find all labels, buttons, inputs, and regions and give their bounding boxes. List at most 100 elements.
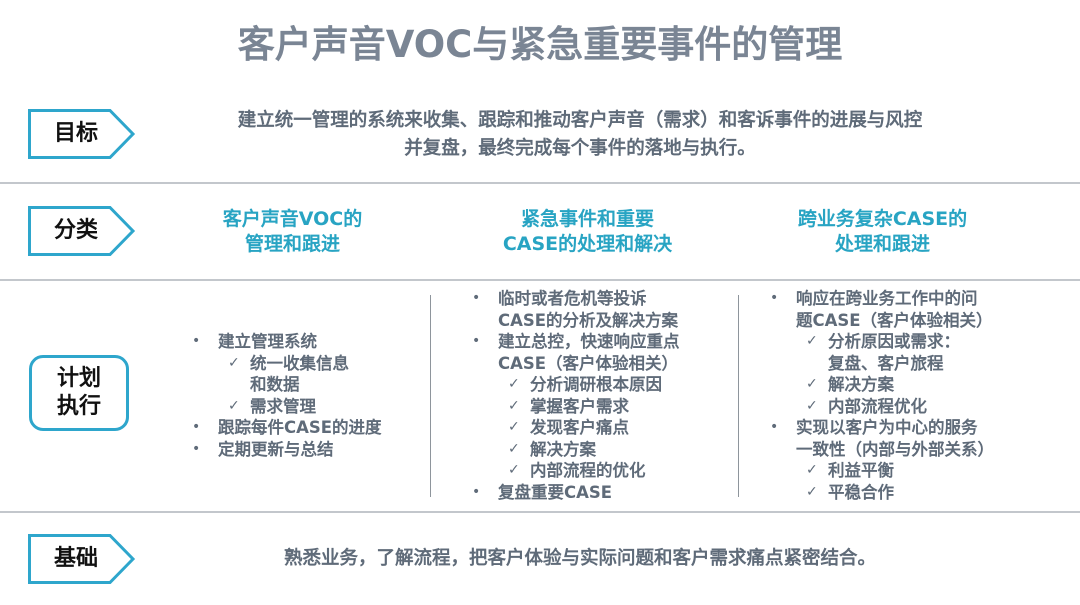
divider-goal-category: [0, 182, 1080, 184]
divider-plan-foundation: [0, 511, 1080, 513]
plan-list-item: CASE（客户体验相关）: [470, 353, 680, 375]
checkmark-icon: ✓: [228, 397, 240, 414]
plan-list-item-text: 需求管理: [250, 396, 316, 416]
bullet-icon: •: [472, 333, 481, 349]
plan-list-item-text: 解决方案: [828, 375, 894, 394]
checkmark-icon: ✓: [228, 354, 240, 371]
plan-list-item-text: 建立管理系统: [218, 332, 317, 351]
goal-label-text: 目标: [53, 121, 98, 146]
plan-list-item: ✓ 分析原因或需求：: [768, 331, 994, 353]
foundation-text: 熟悉业务，了解流程，把客户体验与实际问题和客户需求痛点紧密结合。: [283, 548, 876, 569]
plan-list-item: 题CASE（客户体验相关）: [768, 310, 994, 332]
goal-text: 建立统一管理的系统来收集、跟踪和推动客户声音（需求）和客诉事件的进展与风控 并复…: [160, 107, 1000, 163]
bullet-icon: •: [770, 419, 779, 435]
plan-list-item-text: 内部流程的优化: [530, 461, 646, 480]
plan-list-item: ✓ 内部流程优化: [768, 396, 994, 418]
plan-list-item: ✓ 发现客户痛点: [470, 417, 680, 439]
plan-list-item-text: 跟踪每件CASE的进度: [218, 418, 382, 437]
checkmark-icon: ✓: [508, 376, 520, 392]
checkmark-icon: ✓: [508, 462, 520, 478]
arrow-tag-shape: [28, 534, 136, 584]
plan-list-item-text: 内部流程优化: [828, 396, 927, 416]
plan-list-item-text: 发现客户痛点: [530, 418, 629, 437]
plan-list-item: ✓ 平稳合作: [768, 482, 994, 504]
plan-list-item: • 复盘重要CASE: [470, 482, 680, 504]
category-label-text: 分类: [53, 218, 98, 243]
checkmark-icon: ✓: [806, 397, 818, 414]
plan-list-item: ✓ 利益平衡: [768, 460, 994, 482]
plan-list-item-text: 实现以客户为中心的服务: [796, 418, 978, 437]
plan-list-item-text: 利益平衡: [828, 461, 894, 480]
plan-list-item: ✓掌握客户需求: [470, 396, 680, 418]
plan-list-item: ✓ 解决方案: [470, 439, 680, 461]
bullet-icon: •: [770, 290, 779, 306]
plan-list-item: ✓ 分析调研根本原因: [470, 374, 680, 396]
plan-list-item: 和数据: [190, 374, 382, 396]
arrow-tag-shape: [28, 109, 136, 159]
checkmark-icon: ✓: [806, 483, 818, 500]
plan-list-item-text: 题CASE（客户体验相关）: [796, 310, 993, 330]
bullet-icon: •: [192, 440, 201, 457]
goal-label: 目标: [28, 109, 136, 159]
plan-list-item-text: 平稳合作: [828, 482, 894, 502]
plan-column-cross-business: • 响应在跨业务工作中的问题CASE（客户体验相关） ✓ 分析原因或需求： 复盘、客户旅…: [768, 288, 994, 503]
category-cross-line2: 处理和跟进: [834, 233, 930, 255]
checkmark-icon: ✓: [806, 462, 818, 478]
plan-label: 计划 执行: [29, 355, 129, 431]
plan-list-item: • 建立管理系统: [190, 331, 382, 353]
bullet-icon: •: [192, 333, 201, 349]
plan-list-item-text: CASE的分析及解决方案: [498, 310, 679, 330]
category-cross-business: 跨业务复杂CASE的 处理和跟进: [750, 207, 1015, 257]
plan-list-item: • 建立总控，快速响应重点: [470, 331, 680, 353]
plan-list-item: ✓ 需求管理: [190, 396, 382, 418]
category-cross-line1: 跨业务复杂CASE的: [797, 208, 968, 230]
bullet-icon: •: [472, 290, 481, 306]
foundation-label: 基础: [28, 534, 136, 584]
category-urgent-line1: 紧急事件和重要: [520, 208, 654, 230]
goal-text-line2: 并复盘，最终完成每个事件的落地与执行。: [404, 138, 756, 159]
checkmark-icon: ✓: [508, 440, 520, 457]
bullet-icon: •: [192, 419, 201, 435]
plan-list-item-text: 和数据: [250, 375, 300, 394]
column-divider-2: [738, 295, 739, 497]
plan-list-item-text: CASE（客户体验相关）: [498, 353, 679, 373]
plan-column-voc: • 建立管理系统 ✓ 统一收集信息和数据 ✓ 需求管理 • 跟踪每件CASE的进度 • 定期更新与…: [190, 331, 382, 460]
category-label: 分类: [28, 206, 136, 256]
plan-list-item-text: 响应在跨业务工作中的问: [796, 289, 978, 308]
arrow-tag-shape: [28, 206, 136, 256]
plan-list-item-text: 解决方案: [530, 439, 596, 459]
checkmark-icon: ✓: [508, 419, 520, 435]
category-urgent-line2: CASE的处理和解决: [502, 233, 673, 255]
checkmark-icon: ✓: [806, 333, 818, 349]
plan-list-item-text: 定期更新与总结: [218, 439, 334, 459]
plan-list-item: ✓ 解决方案: [768, 374, 994, 396]
category-voc-line1: 客户声音VOC的: [222, 208, 363, 230]
category-voc-line2: 管理和跟进: [244, 233, 340, 255]
plan-list-item-text: 统一收集信息: [250, 353, 349, 373]
divider-category-plan: [0, 279, 1080, 281]
checkmark-icon: ✓: [806, 376, 818, 392]
foundation-label-text: 基础: [53, 546, 98, 571]
bullet-icon: •: [472, 483, 481, 500]
plan-label-line2: 执行: [56, 394, 101, 419]
plan-list-item: ✓ 内部流程的优化: [470, 460, 680, 482]
category-voc: 客户声音VOC的 管理和跟进: [160, 207, 425, 257]
plan-list-item-text: 分析调研根本原因: [530, 375, 662, 394]
plan-list-item-text: 分析原因或需求：: [828, 332, 960, 351]
plan-list-item-text: 掌握客户需求: [530, 396, 629, 416]
plan-list-item-text: 建立总控，快速响应重点: [498, 332, 680, 351]
column-divider-1: [430, 295, 431, 497]
page-title: 客户声音VOC与紧急重要事件的管理: [237, 23, 843, 66]
plan-list-item: ✓ 统一收集信息: [190, 353, 382, 375]
plan-list-item: • 跟踪每件CASE的进度: [190, 417, 382, 439]
plan-list-item-text: 复盘、客户旅程: [828, 353, 944, 373]
goal-text-line1: 建立统一管理的系统来收集、跟踪和推动客户声音（需求）和客诉事件的进展与风控: [237, 110, 923, 131]
plan-list-item-text: 复盘重要CASE: [498, 482, 613, 502]
plan-list-item: 一致性（内部与外部关系）: [768, 439, 994, 461]
category-urgent: 紧急事件和重要 CASE的处理和解决: [455, 207, 720, 257]
plan-list-item: •临时或者危机等投诉: [470, 288, 680, 310]
plan-list-item: 复盘、客户旅程: [768, 353, 994, 375]
plan-list-item: CASE的分析及解决方案: [470, 310, 680, 332]
plan-list-item: • 定期更新与总结: [190, 439, 382, 461]
